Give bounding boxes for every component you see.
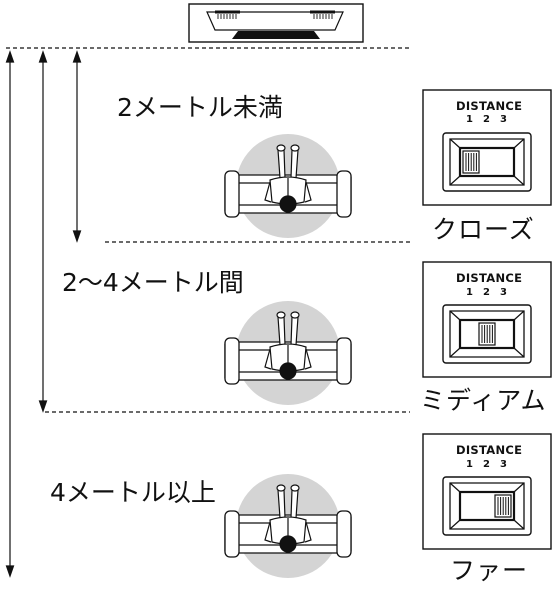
- switch-panels-group: [422, 89, 552, 550]
- person-icon: [264, 144, 312, 213]
- distance-arrows: [5, 50, 82, 578]
- switch-number-3: 3: [500, 287, 507, 298]
- switch-number-2: 2: [483, 287, 490, 298]
- distance-switch-far: [422, 433, 552, 550]
- mode-label-close: クローズ: [432, 215, 535, 244]
- seat-close: [224, 134, 352, 238]
- tv-icon: [188, 3, 364, 43]
- zone-label-far: 4メートル以上: [50, 478, 216, 507]
- switch-number-1: 1: [466, 459, 473, 470]
- switch-number-3: 3: [500, 459, 507, 470]
- zone-label-close: 2メートル未満: [117, 93, 283, 122]
- seats-group: [224, 134, 352, 578]
- switch-number-2: 2: [483, 459, 490, 470]
- person-icon: [264, 311, 312, 380]
- person-icon: [264, 484, 312, 553]
- switch-number-3: 3: [500, 114, 507, 125]
- switch-title-close: DISTANCE: [456, 99, 523, 113]
- distance-switch-medium: [422, 261, 552, 378]
- mode-label-far: ファー: [450, 556, 529, 585]
- mode-label-medium: ミディアム: [420, 386, 547, 415]
- seat-medium: [224, 301, 352, 405]
- switch-number-2: 2: [483, 114, 490, 125]
- switch-title-far: DISTANCE: [456, 443, 523, 457]
- distance-switch-close: [422, 89, 552, 206]
- switch-number-1: 1: [466, 287, 473, 298]
- switch-title-medium: DISTANCE: [456, 271, 523, 285]
- switch-number-1: 1: [466, 114, 473, 125]
- zone-label-medium: 2～4メートル間: [62, 268, 244, 297]
- seat-far: [224, 474, 352, 578]
- switch-knob: [462, 150, 480, 174]
- switch-knob: [494, 494, 512, 518]
- switch-knob: [478, 322, 496, 346]
